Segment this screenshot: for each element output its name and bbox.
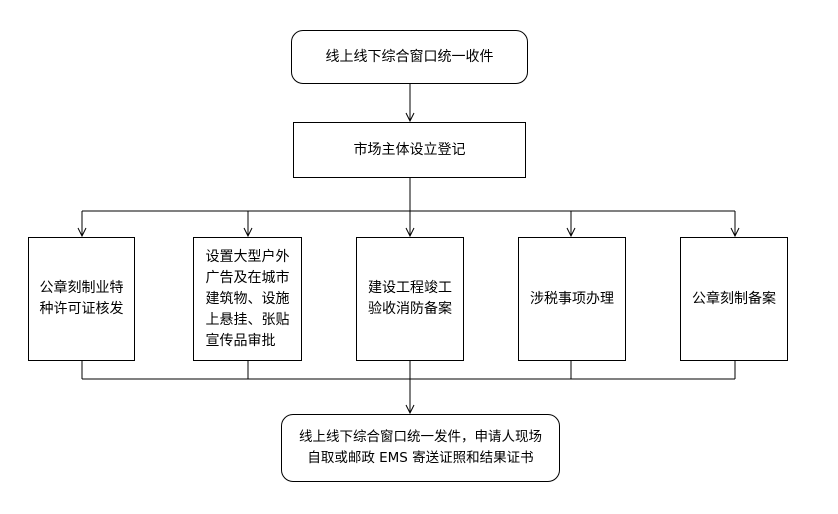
registration-label: 市场主体设立登记 xyxy=(353,141,466,158)
dispatch-label: 线上线下综合窗口统一发件，申请人现场 自取或邮政 EMS 寄送证照和结果证书 xyxy=(299,429,542,466)
branch-box-advertising-approval: 设置大型户外 广告及在城市 建筑物、设施 上悬挂、张贴 宣传品审批 xyxy=(193,237,302,361)
registration-box: 市场主体设立登记 xyxy=(293,122,526,178)
branch-label-advertising-approval: 设置大型户外 广告及在城市 建筑物、设施 上悬挂、张贴 宣传品审批 xyxy=(205,248,290,349)
branch-label-fire-acceptance: 建设工程竣工 验收消防备案 xyxy=(368,280,452,317)
dispatch-box: 线上线下综合窗口统一发件，申请人现场 自取或邮政 EMS 寄送证照和结果证书 xyxy=(281,414,560,482)
branch-box-seal-filing: 公章刻制备案 xyxy=(680,237,788,361)
branch-label-seal-permit: 公章刻制业特 种许可证核发 xyxy=(39,280,124,317)
branch-label-tax-affairs: 涉税事项办理 xyxy=(530,290,614,307)
collect-box: 线上线下综合窗口统一收件 xyxy=(291,30,528,84)
collect-label: 线上线下综合窗口统一收件 xyxy=(325,48,494,65)
branch-label-seal-filing: 公章刻制备案 xyxy=(692,290,776,307)
branch-box-tax-affairs: 涉税事项办理 xyxy=(518,237,626,361)
branch-box-fire-acceptance: 建设工程竣工 验收消防备案 xyxy=(356,237,464,361)
branch-box-seal-permit: 公章刻制业特 种许可证核发 xyxy=(28,237,135,361)
